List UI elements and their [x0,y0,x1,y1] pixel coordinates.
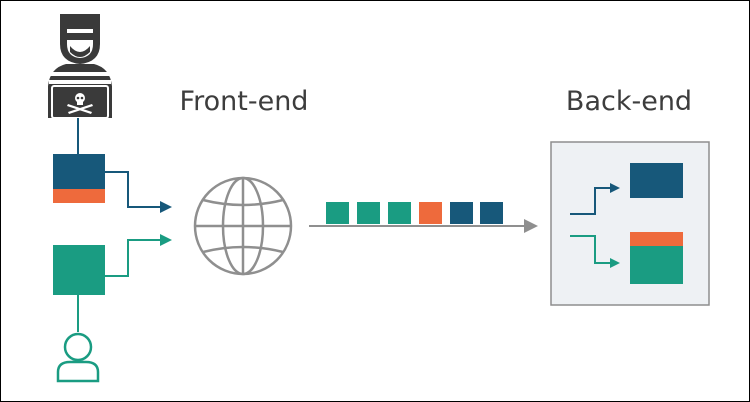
user-icon [56,332,100,383]
hacker-icon [48,14,112,119]
backend-data-block [630,232,683,284]
packet-legit [357,202,380,224]
packet-malicious [480,202,503,224]
globe-icon [193,176,293,276]
legit-request-block [53,245,105,295]
packet-malicious [419,202,442,224]
network-arrow [309,219,538,233]
packet-legit [326,202,349,224]
packet-malicious [450,202,473,224]
packet-legit [388,202,411,224]
legit-request-arrow [105,234,172,277]
backend-label: Back-end [566,86,692,117]
malicious-request-block [53,154,105,203]
backend-process-block [630,163,683,198]
frontend-label: Front-end [180,86,309,117]
backend-panel [550,141,710,306]
malicious-request-arrow [105,171,172,213]
packet-stream [326,202,503,224]
